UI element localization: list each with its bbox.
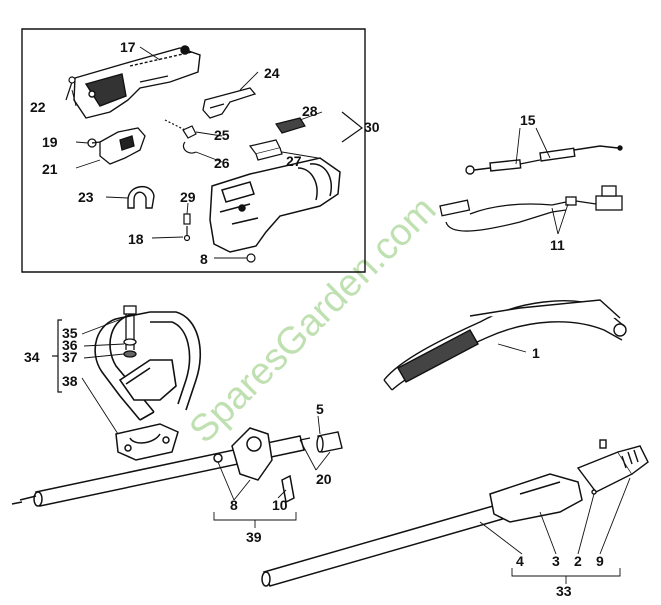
callout-4: 4: [516, 553, 524, 569]
callout-28: 28: [302, 103, 318, 119]
callout-26: 26: [214, 155, 230, 171]
callout-1: 1: [532, 345, 540, 361]
lower-clamp-part: [115, 423, 179, 461]
callout-10: 10: [272, 497, 288, 513]
clamp-part: [127, 186, 155, 209]
coupler-part: [576, 439, 649, 495]
callout-38: 38: [62, 373, 78, 389]
callout-3: 3: [552, 553, 560, 569]
harness-strap-part: [383, 299, 627, 391]
callout-34: 34: [24, 349, 40, 365]
callout-9: 9: [596, 553, 604, 569]
callout-23: 23: [78, 189, 94, 205]
throttle-housing-part: [73, 45, 201, 119]
leader-lines: [71, 46, 631, 584]
callout-39: 39: [246, 529, 262, 545]
nut-8-top-part: [246, 253, 256, 263]
callout-36: 36: [62, 337, 78, 353]
bolt-stack-part: [123, 305, 137, 358]
trigger-lever-part: [202, 87, 257, 119]
bracket-34: [52, 319, 62, 393]
callout-35: 35: [62, 325, 78, 341]
callout-19: 19: [42, 134, 58, 150]
callout-33: 33: [556, 583, 572, 599]
throttle-trigger-part: [87, 127, 146, 165]
callout-27: 27: [286, 153, 302, 169]
callout-24: 24: [264, 65, 280, 81]
callout-21: 21: [42, 161, 58, 177]
callout-15: 15: [520, 112, 536, 128]
callout-29: 29: [180, 189, 196, 205]
callout-25: 25: [214, 127, 230, 143]
callout-8-top: 8: [200, 251, 208, 267]
shaft-clamp-block-part: [213, 427, 295, 504]
handle-assembly-box: [21, 28, 366, 273]
callout-2: 2: [574, 553, 582, 569]
drive-shaft-lower-part: [261, 473, 583, 587]
callout-37: 37: [62, 349, 78, 365]
callout-30: 30: [364, 119, 380, 135]
callout-17: 17: [120, 39, 136, 55]
callout-18: 18: [128, 231, 144, 247]
switch-plates-part: [248, 117, 306, 161]
callout-20: 20: [316, 471, 332, 487]
pin-screw-part: [183, 213, 191, 242]
spring-clip-part: [164, 119, 197, 154]
wire-harness-part: [439, 185, 623, 232]
screw-22-part: [65, 76, 76, 101]
loop-handle-part: [94, 311, 202, 421]
bushing-part: [299, 431, 343, 453]
callout-5: 5: [316, 401, 324, 417]
handle-grip-part: [209, 157, 341, 253]
callout-11: 11: [550, 237, 565, 253]
callout-labels: 17 24 22 28 30 19 25 26 27 21 23 29 18 8…: [24, 39, 604, 599]
callout-22: 22: [30, 99, 46, 115]
throttle-cable-part: [465, 145, 623, 175]
callout-8-bottom: 8: [230, 497, 238, 513]
